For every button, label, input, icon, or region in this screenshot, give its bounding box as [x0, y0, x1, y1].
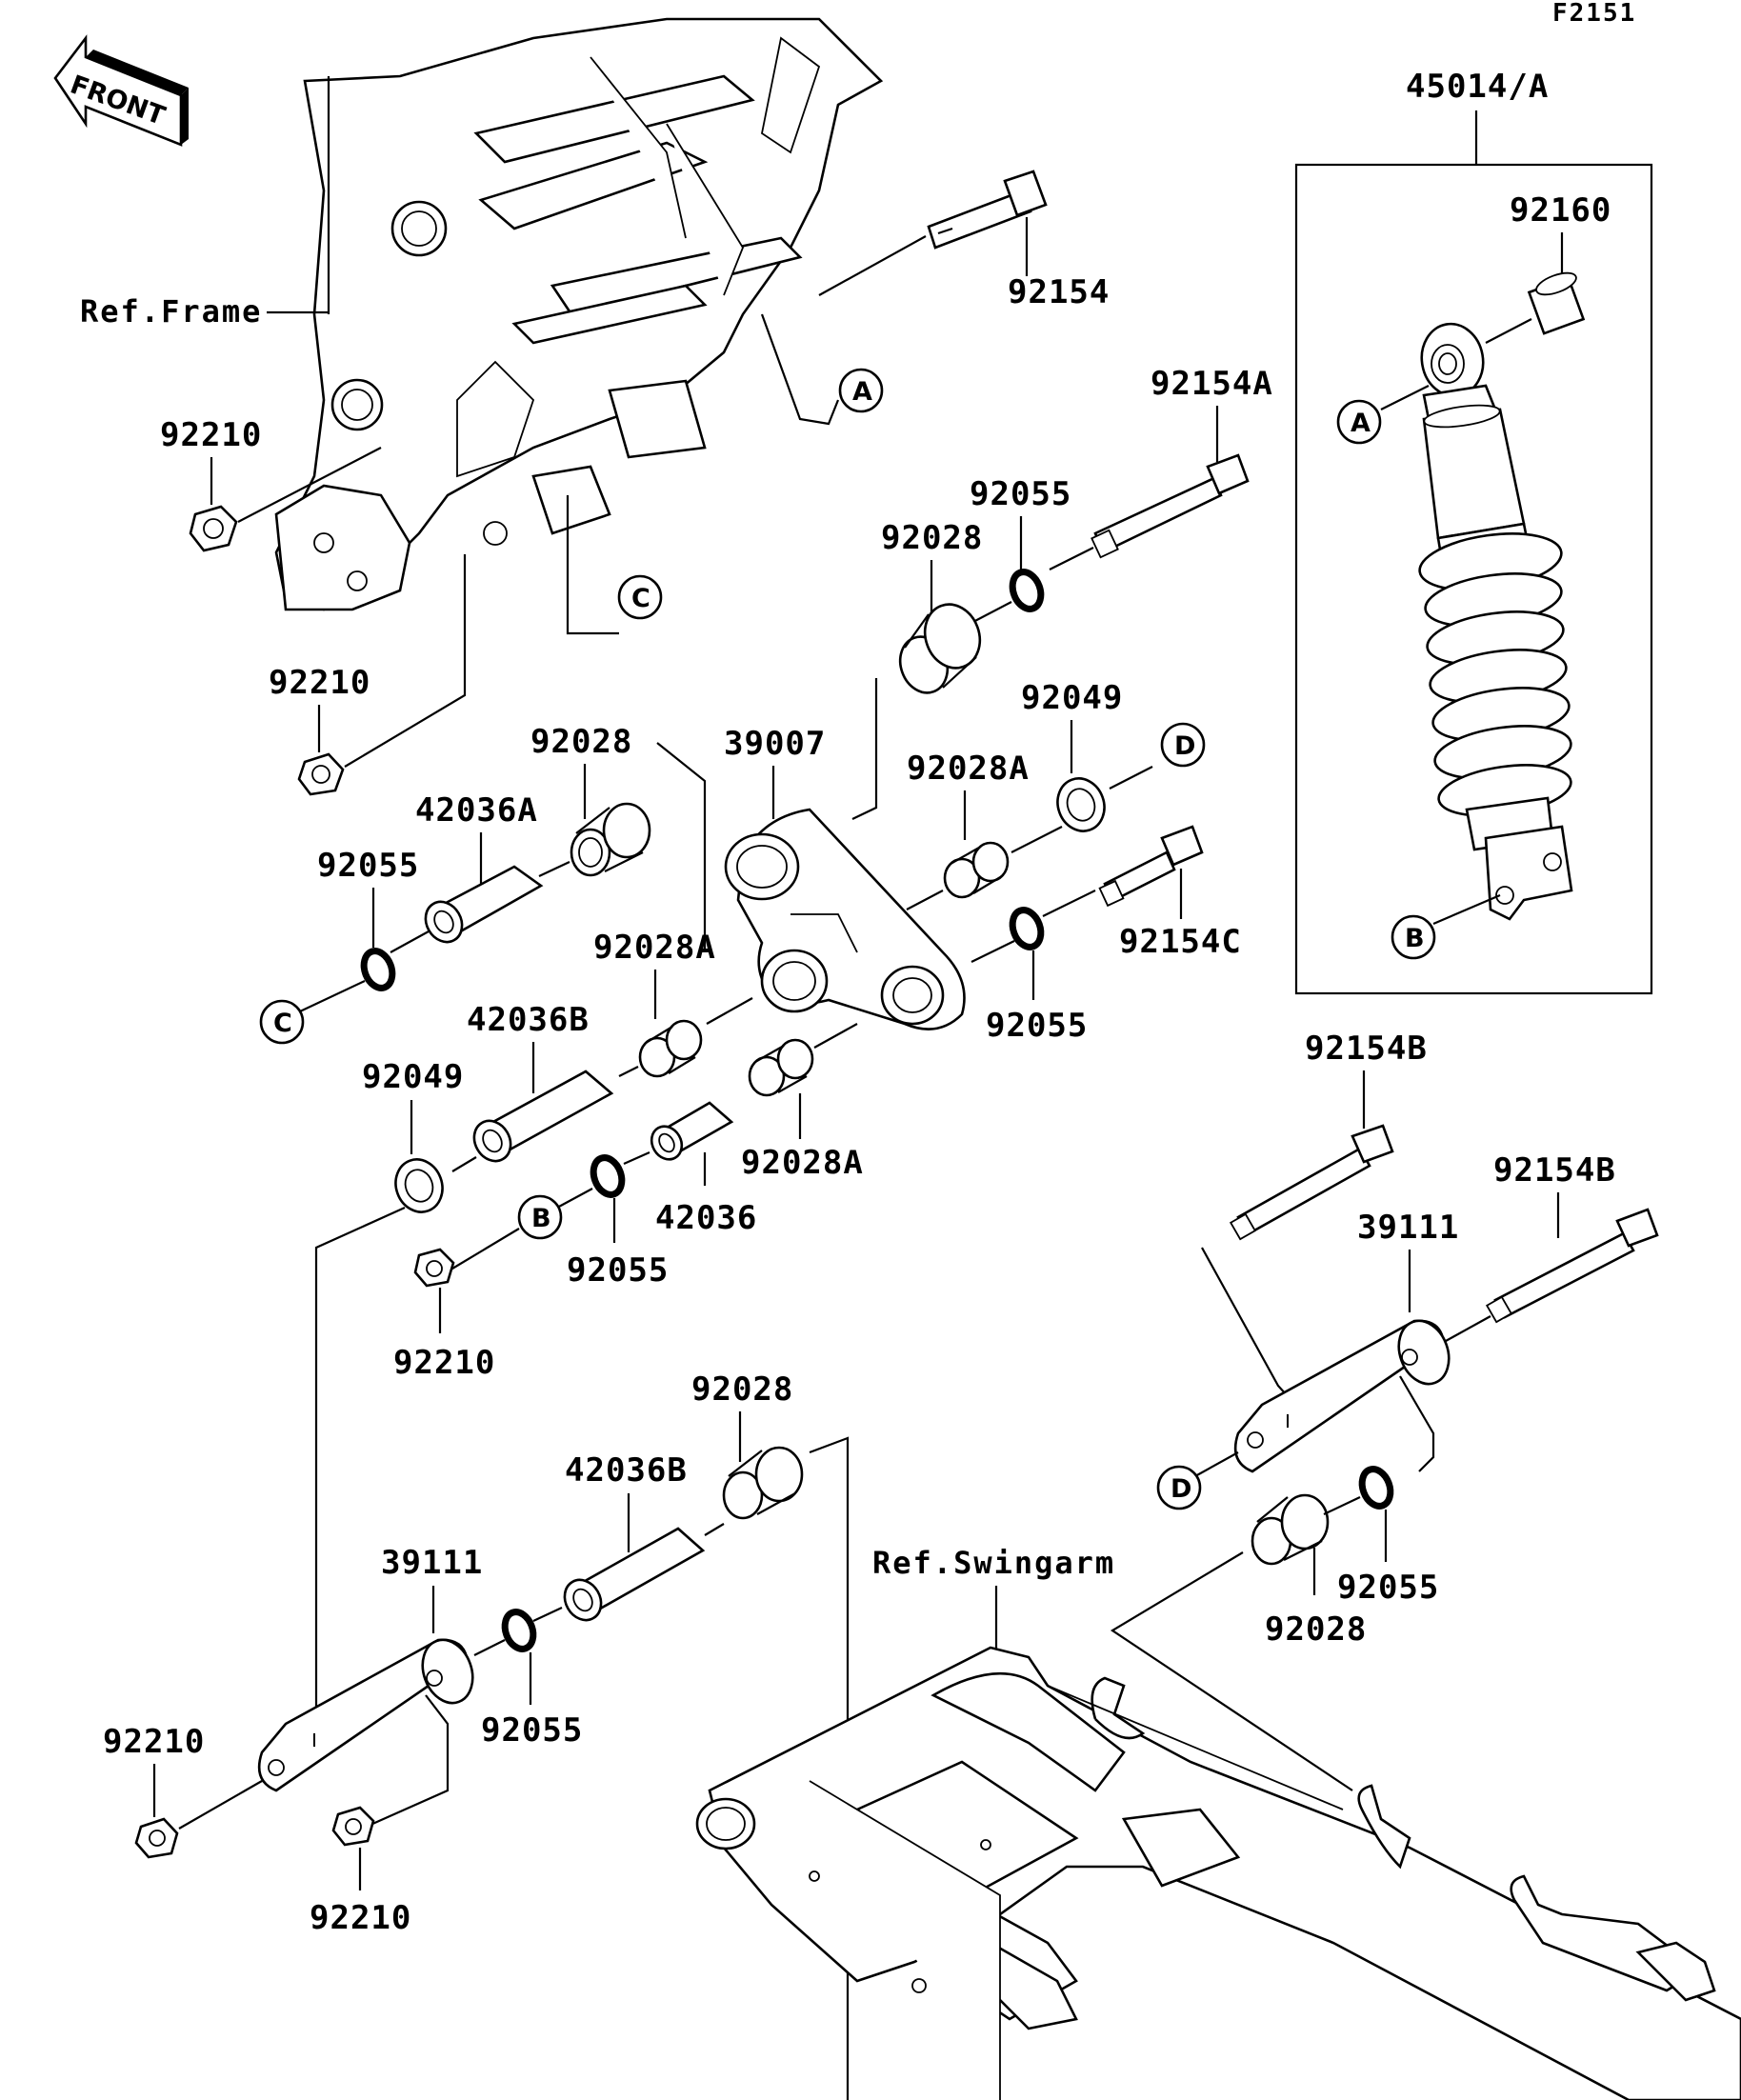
- bolt-92154B-2: [1485, 1208, 1659, 1324]
- part-92049-2: 92049: [362, 1058, 464, 1096]
- part-92028-4: 92028: [1265, 1610, 1367, 1649]
- part-42036A: 42036A: [415, 791, 538, 830]
- oring-92055-6: [1358, 1466, 1394, 1510]
- tie-rod-39111-1: [257, 1638, 474, 1792]
- washer-92049-2: [394, 1158, 444, 1213]
- part-92210-5: 92210: [310, 1899, 411, 1937]
- front-arrow-icon: FRONT: [53, 34, 189, 147]
- svg-text:C: C: [273, 1009, 292, 1038]
- part-39007: 39007: [724, 725, 826, 763]
- bushing-92028-1: [898, 603, 982, 694]
- part-39111-2: 39111: [1357, 1209, 1459, 1247]
- oring-92055-1: [1009, 569, 1045, 612]
- shock-assembly-box: [1294, 163, 1653, 995]
- bolt-92154: [927, 170, 1048, 250]
- bushing-92028A-3: [748, 1038, 814, 1097]
- part-92210-4: 92210: [103, 1723, 205, 1761]
- sleeve-42036B-1: [472, 1070, 614, 1163]
- ref-frame-label: Ref.Frame: [80, 293, 262, 330]
- callout-c-frame: C: [617, 574, 663, 620]
- part-92028-3: 92028: [691, 1370, 793, 1409]
- part-92055-1: 92055: [970, 475, 1071, 513]
- part-92055-3: 92055: [986, 1007, 1088, 1045]
- bolt-92154A: [1091, 453, 1250, 559]
- nut-92210-2: [297, 752, 345, 796]
- svg-text:A: A: [852, 377, 872, 407]
- bushing-92028-4: [1251, 1493, 1330, 1566]
- bushing-92028A-2: [638, 1019, 703, 1078]
- tie-rod-39111-2: [1233, 1319, 1451, 1473]
- link-39007: [724, 808, 966, 1030]
- part-39111-1: 39111: [381, 1544, 483, 1582]
- bushing-92028-2: [570, 802, 651, 877]
- oring-92055-5: [501, 1609, 537, 1652]
- part-92154C: 92154C: [1119, 923, 1242, 961]
- ref-swingarm-label: Ref.Swingarm: [872, 1545, 1115, 1581]
- bushing-92028A-1: [943, 841, 1010, 899]
- bolt-92154B-1: [1229, 1124, 1394, 1241]
- bushing-92028-3: [722, 1446, 804, 1520]
- collar-92160: [1527, 271, 1586, 335]
- shock-absorber: [1418, 322, 1573, 921]
- part-92154: 92154: [1008, 273, 1110, 311]
- part-92049-1: 92049: [1021, 679, 1123, 717]
- frame-drawing: [274, 17, 884, 611]
- svg-text:D: D: [1174, 731, 1195, 761]
- part-92210-3: 92210: [393, 1344, 495, 1382]
- callout-c-left: C: [259, 999, 305, 1045]
- part-92055-4: 92055: [567, 1251, 669, 1290]
- svg-text:B: B: [531, 1204, 551, 1233]
- sleeve-42036: [650, 1101, 734, 1161]
- oring-92055-3: [1009, 907, 1045, 950]
- nut-92210-1: [189, 505, 238, 552]
- assembly-label: 45014/A: [1406, 68, 1549, 106]
- nut-92210-5: [331, 1806, 375, 1847]
- sleeve-42036A: [424, 865, 544, 944]
- part-92028-1: 92028: [881, 519, 983, 557]
- part-42036B-1: 42036B: [467, 1001, 590, 1039]
- part-92055-5: 92055: [481, 1711, 583, 1750]
- part-92055-2: 92055: [317, 847, 419, 885]
- part-92028A-3: 92028A: [741, 1144, 864, 1182]
- svg-text:D: D: [1171, 1474, 1191, 1504]
- callout-b-shock: B: [1391, 914, 1436, 960]
- callout-b-left: B: [517, 1194, 563, 1240]
- washer-92049-1: [1056, 777, 1106, 832]
- bolt-92154C: [1098, 825, 1204, 908]
- part-92154A: 92154A: [1151, 365, 1273, 403]
- callout-a-frame: A: [838, 368, 884, 413]
- oring-92055-4: [590, 1154, 626, 1198]
- sleeve-42036B-2: [563, 1527, 706, 1622]
- nut-92210-3: [413, 1248, 455, 1288]
- oring-92055-2: [360, 948, 396, 991]
- part-92210-2: 92210: [269, 664, 370, 702]
- nut-92210-4: [134, 1817, 179, 1859]
- part-92028A-2: 92028A: [593, 929, 716, 967]
- part-92028-2: 92028: [530, 723, 632, 761]
- figure-code: F2151: [1552, 0, 1636, 28]
- swingarm-drawing: [695, 1646, 1741, 2100]
- callout-d-lower: D: [1156, 1465, 1202, 1510]
- svg-text:B: B: [1405, 924, 1425, 953]
- callout-a-shock: A: [1336, 399, 1382, 445]
- part-92055-6: 92055: [1337, 1569, 1439, 1607]
- callout-d-upper: D: [1160, 722, 1206, 768]
- part-42036: 42036: [655, 1199, 757, 1237]
- part-42036B-2: 42036B: [565, 1451, 688, 1490]
- part-92154B-2: 92154B: [1493, 1151, 1616, 1190]
- part-92160: 92160: [1510, 191, 1611, 230]
- svg-text:C: C: [631, 584, 650, 613]
- part-92028A-1: 92028A: [907, 750, 1030, 788]
- svg-text:A: A: [1351, 409, 1371, 438]
- part-92210-1: 92210: [160, 416, 262, 454]
- part-92154B-1: 92154B: [1305, 1030, 1428, 1068]
